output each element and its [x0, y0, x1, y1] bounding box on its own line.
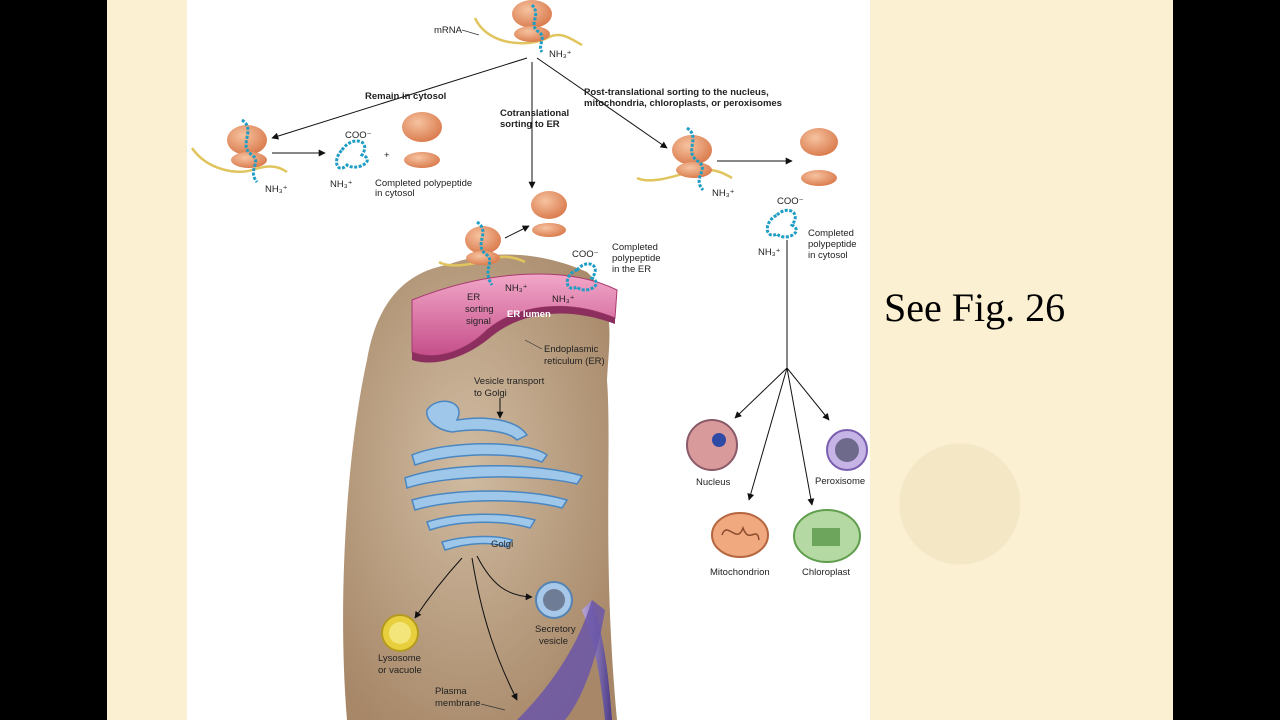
secretory-label-2: vesicle [539, 636, 568, 647]
completed-cytosol-right-2: polypeptide [808, 239, 857, 250]
plus-label: + [384, 150, 390, 161]
cotranslational-label-2: sorting to ER [500, 119, 560, 130]
er-bound-ribosome [438, 220, 526, 286]
nascent-polypeptide [530, 3, 544, 53]
plasma-label-2: membrane [435, 698, 480, 709]
nh3-label-right-polypeptide: NH₃⁺ [758, 247, 781, 258]
arrow-to-plasma-membrane [471, 557, 518, 701]
left-completed-polypeptide [335, 139, 369, 170]
peroxisome-organelle [826, 429, 868, 471]
protein-sorting-figure: mRNA NH₃⁺ Remain in cytosol Cotranslatio… [187, 0, 870, 720]
vesicle-transport-label-1: Vesicle transport [474, 376, 545, 387]
vesicle-transport-label-2: to Golgi [474, 388, 507, 399]
arrow-to-chloroplast [786, 367, 815, 506]
nh3-label-er-polypeptide: NH₃⁺ [552, 294, 575, 305]
chloroplast-organelle [793, 509, 861, 563]
left-ribosome-small-subunit [404, 152, 440, 168]
arrow-to-lysosome [414, 557, 463, 619]
arrow-ribosome-release-er [504, 225, 530, 239]
see-fig-note: See Fig. 26 [884, 285, 1066, 330]
er-membrane-edge [412, 306, 615, 363]
endoplasmic-label-2: reticulum (ER) [544, 356, 605, 367]
plasma-label-1: Plasma [435, 686, 467, 697]
left-ribosome-large-subunit [402, 112, 442, 142]
cotranslational-label-1: Cotranslational [500, 108, 569, 119]
peroxisome-label: Peroxisome [815, 476, 865, 487]
er-sorting-label-1: ER [467, 292, 480, 303]
lysosome-organelle [381, 614, 419, 652]
right-ribosome-small-subunit [801, 170, 837, 186]
coo-label-right: COO⁻ [777, 196, 804, 207]
arrow-posttranslational [536, 57, 668, 149]
protein-sorting-diagram: mRNA NH₃⁺ Remain in cytosol Cotranslatio… [190, 0, 868, 720]
completed-cytosol-right-3: in cytosol [808, 250, 848, 261]
nh3-label-left-ribosome: NH₃⁺ [265, 184, 288, 195]
nh3-label-left-polypeptide: NH₃⁺ [330, 179, 353, 190]
coo-label-left: COO⁻ [345, 130, 372, 141]
lysosome-label-2: or vacuole [378, 665, 422, 676]
right-ribosome-large-subunit [800, 128, 838, 156]
er-ribosome-large-subunit [531, 191, 567, 219]
er-lumen-label: ER lumen [507, 309, 551, 320]
endoplasmic-label-1: Endoplasmic [544, 344, 599, 355]
completed-cytosol-left-2: in cytosol [375, 188, 415, 199]
nucleus-organelle [686, 419, 738, 471]
completed-er-2: polypeptide [612, 253, 661, 264]
right-ribosome [636, 126, 733, 192]
nh3-label-top: NH₃⁺ [549, 49, 572, 60]
nucleus-label: Nucleus [696, 477, 731, 488]
nh3-label-er-ribosome: NH₃⁺ [505, 283, 528, 294]
coo-label-er: COO⁻ [572, 249, 599, 260]
golgi-apparatus [404, 400, 584, 551]
completed-cytosol-right-1: Completed [808, 228, 854, 239]
completed-cytosol-left-1: Completed polypeptide [375, 178, 472, 189]
completed-er-1: Completed [612, 242, 658, 253]
secretory-label-1: Secretory [535, 624, 576, 635]
posttranslational-label-2: mitochondria, chloroplasts, or peroxisom… [584, 98, 782, 109]
arrow-to-nucleus [734, 367, 788, 419]
er-ribosome-small-subunit [532, 223, 566, 237]
nh3-label-right-ribosome: NH₃⁺ [712, 188, 735, 199]
er-sorting-label-3: signal [466, 316, 491, 327]
arrow-to-peroxisome [786, 367, 830, 421]
posttranslational-label-1: Post-translational sorting to the nucleu… [584, 87, 769, 98]
remain-in-cytosol-label: Remain in cytosol [365, 91, 446, 102]
completed-er-3: in the ER [612, 264, 651, 275]
mitochondrion-organelle [711, 512, 769, 558]
mrna-label: mRNA [434, 25, 463, 36]
plasma-membrane-band [517, 600, 605, 720]
right-completed-polypeptide [765, 208, 798, 239]
secretory-vesicle-organelle [535, 581, 573, 619]
mitochondrion-label: Mitochondrion [710, 567, 770, 578]
arrow-to-mitochondrion [747, 367, 788, 501]
lysosome-label-1: Lysosome [378, 653, 421, 664]
golgi-label: Golgi [491, 539, 513, 550]
arrow-remain-cytosol [271, 57, 528, 140]
er-completed-polypeptide [565, 262, 598, 292]
top-ribosome [473, 0, 583, 53]
chloroplast-label: Chloroplast [802, 567, 850, 578]
er-sorting-label-2: sorting [465, 304, 494, 315]
left-ribosome [190, 118, 288, 183]
arrow-to-secretory-vesicle [476, 555, 533, 601]
